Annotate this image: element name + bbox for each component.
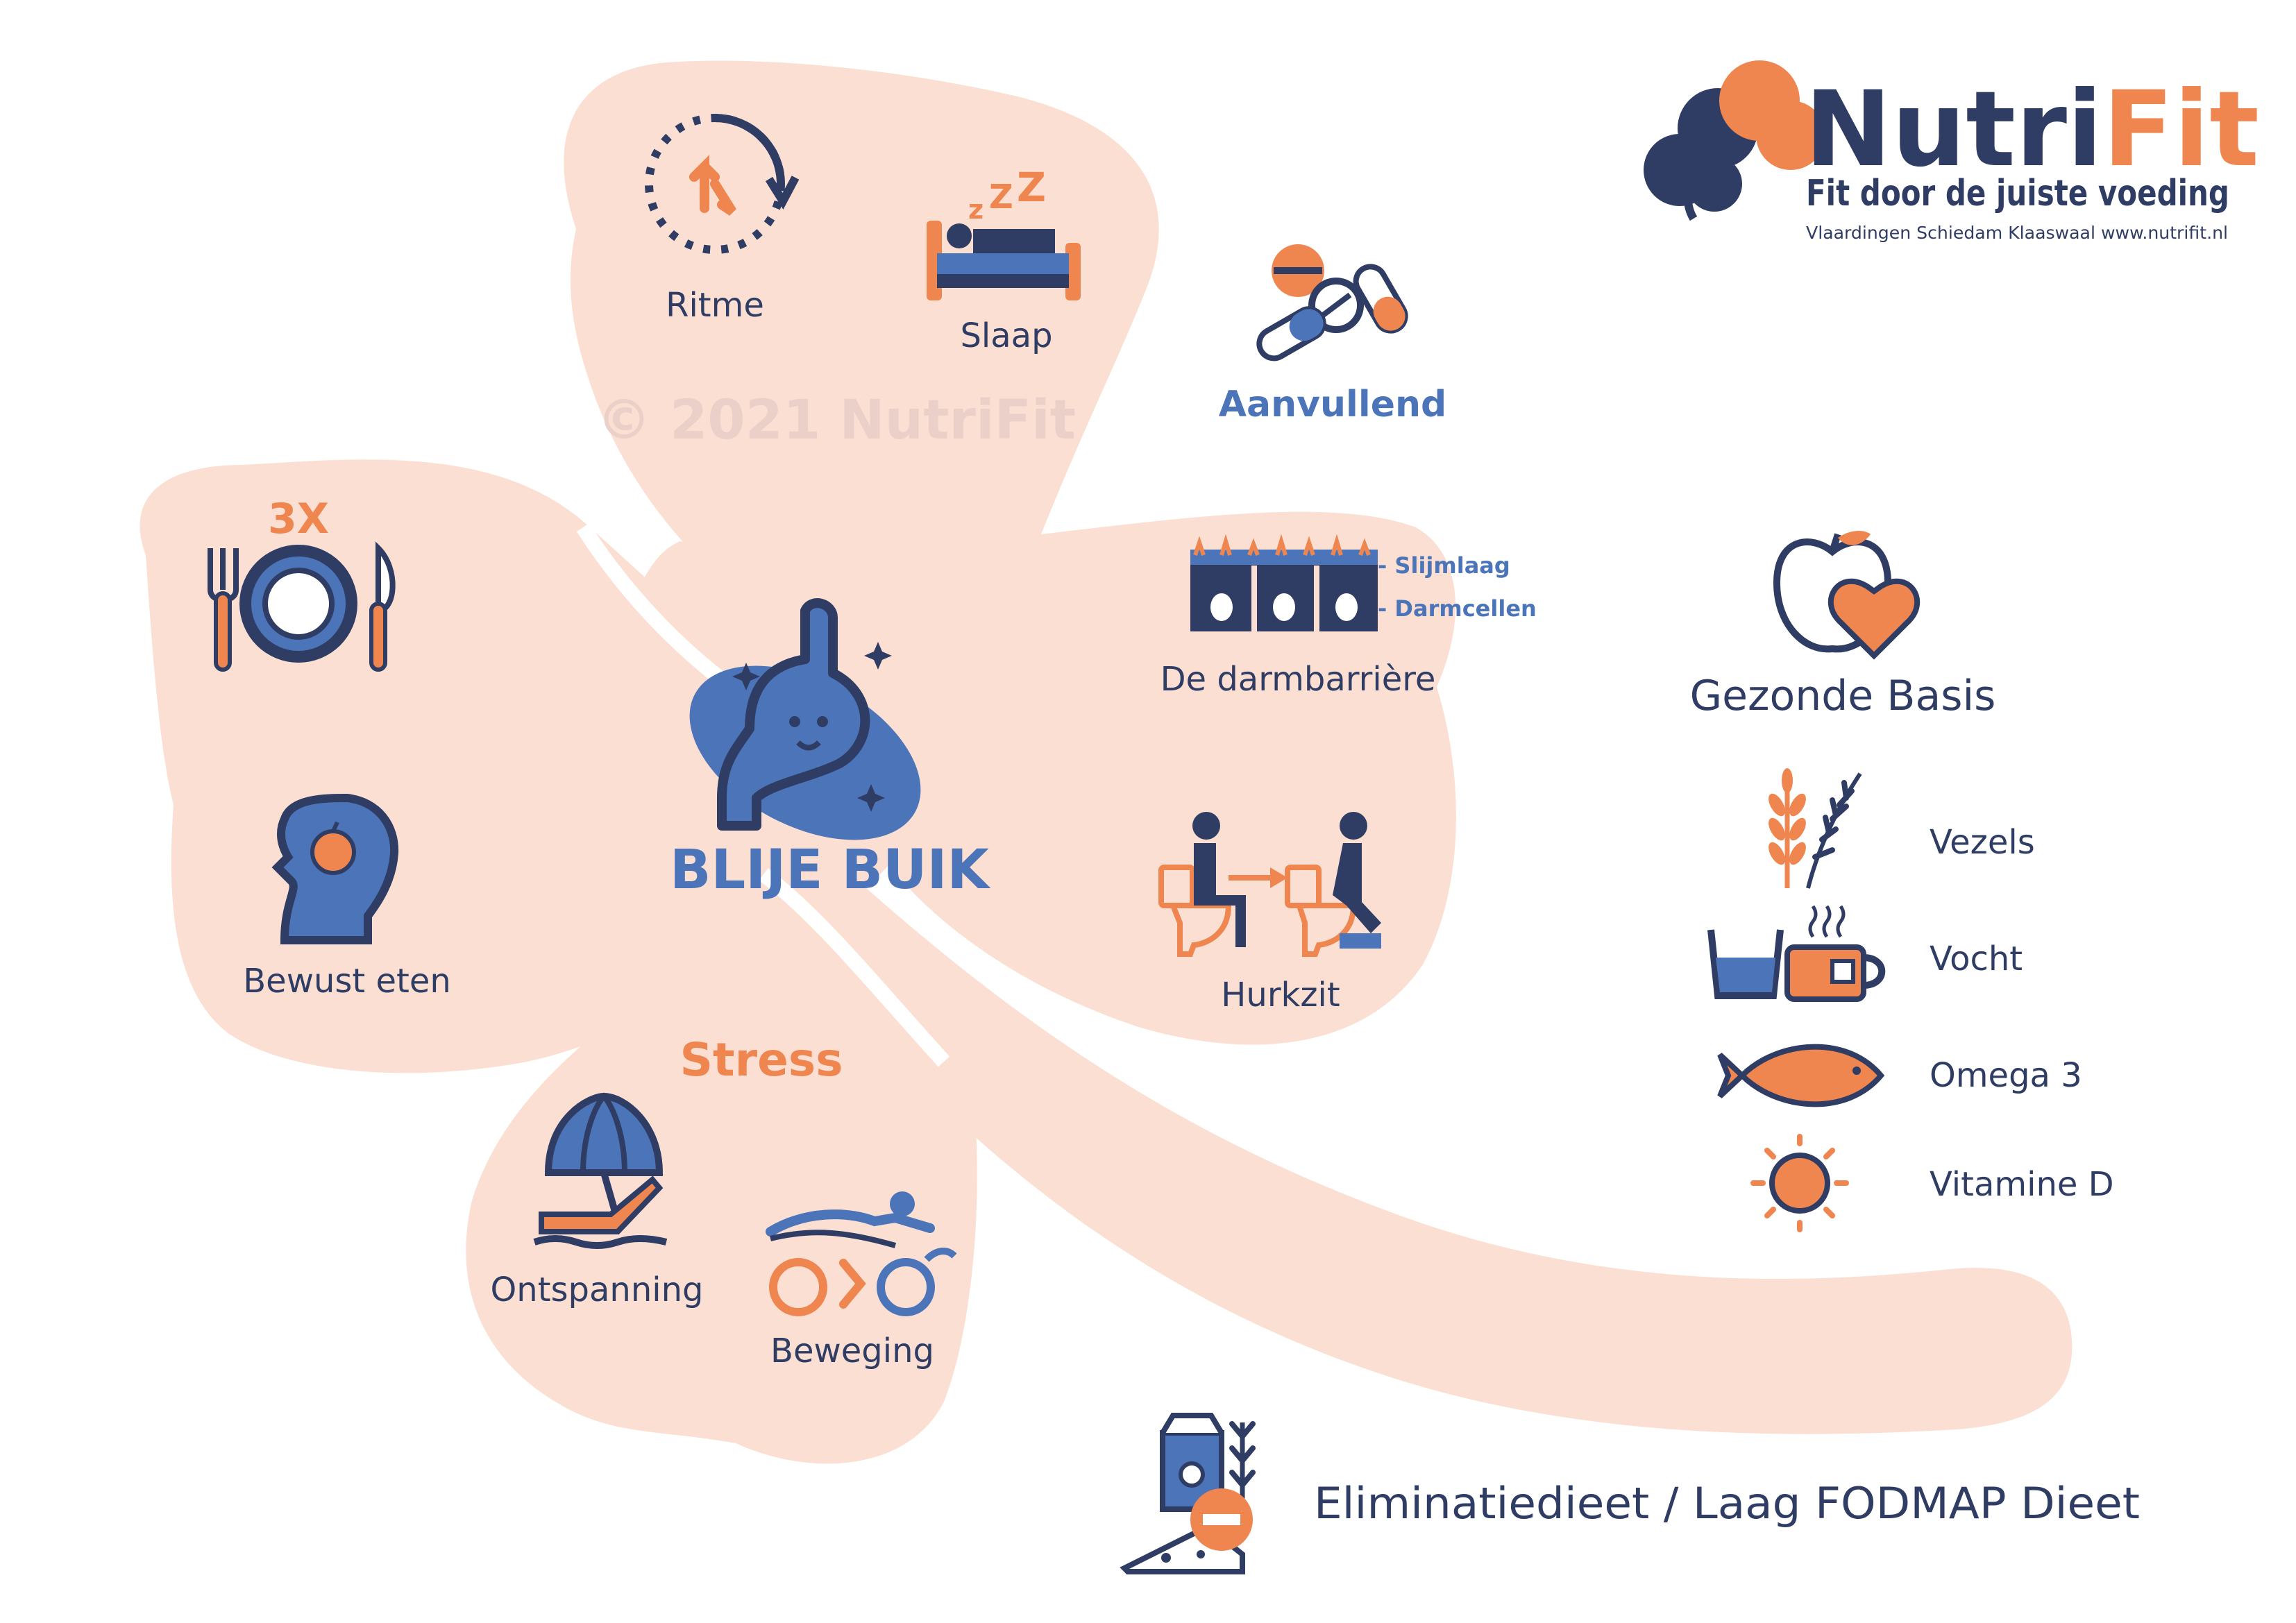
brand-tagline: Fit door de juiste voeding [1806,173,2229,214]
sun-icon [1750,1134,1849,1232]
gut-barrier-icon [1190,534,1378,631]
vitamine-d-label: Vitamine D [1930,1165,2114,1204]
clover-shape [140,60,2073,1464]
nutrifit-logo: NutriFit Fit door de juiste voeding Vlaa… [1644,60,2259,243]
vocht-label: Vocht [1930,940,2023,978]
stress-label: Stress [680,1033,843,1087]
glass-and-tea-icon [1707,905,1886,1002]
beach-umbrella-icon [533,1092,668,1249]
watermark: © 2021 NutriFit [597,389,1076,452]
center-label: BLIJE BUIK [670,839,990,901]
bed-icon: z Z Z [927,164,1081,300]
bewust-eten-label: Bewust eten [243,962,451,1001]
slaap-label: Slaap [960,316,1052,355]
no-dairy-wheat-icon [1120,1413,1256,1574]
clover-logo-icon [1644,60,1825,221]
clover-stem [805,833,2073,1434]
triathlon-icon [766,1191,957,1316]
hurkzit-label: Hurkzit [1221,976,1340,1014]
happy-stomach-icon [689,598,921,840]
elimination-label: Eliminatiedieet / Laag FODMAP Dieet [1314,1478,2140,1529]
svg-text:Z: Z [1017,164,1046,211]
svg-text:z: z [968,194,984,225]
clover-gap-left-bottom [759,868,950,1067]
apple-heart-icon [1773,531,1921,660]
ritme-icon [645,114,800,254]
darmbarriere-label: De darmbarrière [1160,660,1436,699]
aanvullend-label: Aanvullend [1219,384,1446,425]
brand-locations: Vlaardingen Schiedam Klaaswaal www.nutri… [1806,223,2228,243]
plate-cutlery-icon [208,541,396,672]
clover-leaf-top [564,60,1159,680]
fish-icon [1717,1044,1885,1107]
pills-icon [1256,244,1408,362]
wheat-icon [1769,768,1862,889]
svg-text:Z: Z [989,178,1013,216]
ontspanning-label: Ontspanning [491,1271,704,1309]
meals-count-label: 3X [268,495,329,543]
gezonde-basis-title: Gezonde Basis [1690,672,1996,720]
beweging-label: Beweging [770,1332,934,1370]
brand-name-part2: Fit [2102,69,2259,190]
darmcellen-label: - Darmcellen [1378,595,1537,622]
ritme-label: Ritme [666,286,764,325]
brand-name: NutriFit [1805,69,2259,190]
vezels-label: Vezels [1930,823,2035,862]
slijmlaag-label: - Slijmlaag [1378,552,1510,579]
clover-leaf-right [854,511,1456,1045]
brand-name-part1: Nutri [1805,69,2102,190]
head-apple-icon [271,793,399,944]
omega3-label: Omega 3 [1930,1056,2082,1095]
squat-toilet-icon [1158,812,1381,957]
